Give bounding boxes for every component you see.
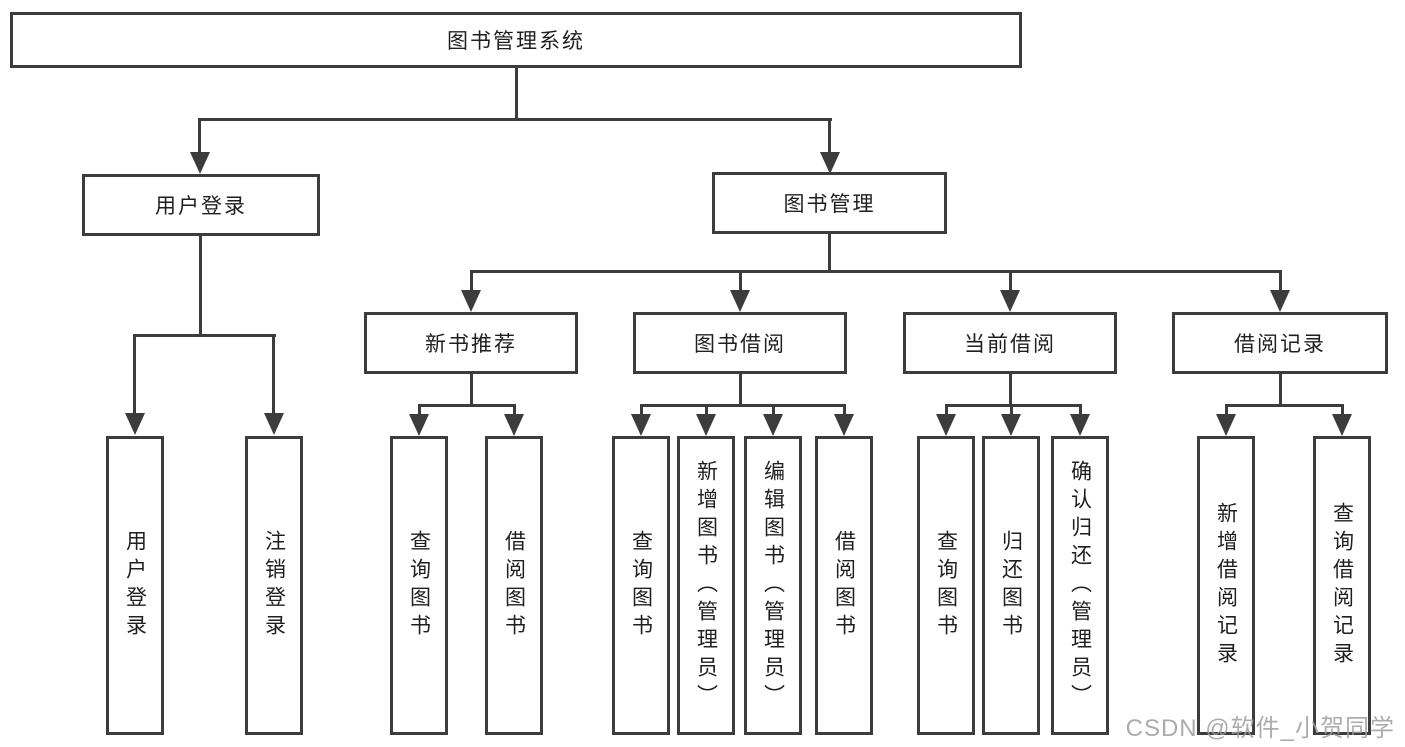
arrowhead-icon <box>696 414 716 436</box>
arrowhead-icon <box>763 414 783 436</box>
connector-line <box>946 404 1081 407</box>
connector-line <box>828 118 831 152</box>
node-new-book-recommend: 新书推荐 <box>364 312 578 374</box>
arrowhead-icon <box>1001 414 1021 436</box>
connector-line <box>641 404 845 407</box>
node-book-management: 图书管理 <box>712 172 947 234</box>
leaf-query-books-borrow: 查询图书 <box>612 436 670 735</box>
connector-line <box>1341 404 1344 416</box>
arrowhead-icon <box>264 413 284 435</box>
leaf-add-borrow-record: 新增借阅记录 <box>1197 436 1255 735</box>
connector-line <box>772 404 775 416</box>
leaf-return-book: 归还图书 <box>982 436 1040 735</box>
arrowhead-icon <box>125 413 145 435</box>
arrowhead-icon <box>936 414 956 436</box>
connector-line <box>640 404 643 416</box>
leaf-confirm-return-admin: 确认归还（管理员） <box>1051 436 1109 735</box>
csdn-watermark: CSDN @软件_小贺同学 <box>1125 715 1395 742</box>
node-library-management-system: 图书管理系统 <box>10 12 1022 68</box>
connector-line <box>1225 404 1228 416</box>
connector-line <box>470 270 473 291</box>
arrowhead-icon <box>631 414 651 436</box>
connector-line <box>198 118 201 152</box>
connector-line <box>739 270 742 291</box>
connector-line <box>419 404 515 407</box>
connector-line <box>739 374 742 405</box>
node-book-borrow: 图书借阅 <box>633 312 847 374</box>
leaf-edit-book-admin: 编辑图书（管理员） <box>744 436 802 735</box>
leaf-query-borrow-record: 查询借阅记录 <box>1313 436 1371 735</box>
node-borrow-records: 借阅记录 <box>1172 312 1388 374</box>
connector-line <box>134 334 276 337</box>
connector-line <box>828 234 831 272</box>
node-user-login: 用户登录 <box>82 174 320 236</box>
leaf-logout: 注销登录 <box>245 436 303 735</box>
connector-line <box>470 374 473 405</box>
connector-line <box>272 334 275 414</box>
arrowhead-icon <box>730 290 750 312</box>
arrowhead-icon <box>834 414 854 436</box>
leaf-user-login: 用户登录 <box>106 436 164 735</box>
arrowhead-icon <box>190 152 210 174</box>
connector-line <box>470 270 1282 273</box>
connector-line <box>945 404 948 416</box>
leaf-borrow-books: 借阅图书 <box>815 436 873 735</box>
connector-line <box>843 404 846 416</box>
arrowhead-icon <box>1000 290 1020 312</box>
leaf-borrow-books-recommend: 借阅图书 <box>485 436 543 735</box>
arrowhead-icon <box>1332 414 1352 436</box>
arrowhead-icon <box>1070 414 1090 436</box>
node-current-borrow: 当前借阅 <box>903 312 1117 374</box>
connector-line <box>1009 374 1012 405</box>
arrowhead-icon <box>409 414 429 436</box>
connector-line <box>199 236 202 335</box>
leaf-query-books-current: 查询图书 <box>917 436 975 735</box>
connector-line <box>1079 404 1082 416</box>
connector-line <box>515 67 518 119</box>
connector-line <box>705 404 708 416</box>
leaf-query-books-recommend: 查询图书 <box>390 436 448 735</box>
connector-line <box>1279 374 1282 405</box>
connector-line <box>418 404 421 416</box>
connector-line <box>1009 270 1012 291</box>
connector-line <box>1010 404 1013 416</box>
connector-line <box>1279 270 1282 291</box>
arrowhead-icon <box>820 152 840 174</box>
arrowhead-icon <box>1270 290 1290 312</box>
arrowhead-icon <box>461 290 481 312</box>
arrowhead-icon <box>1216 414 1236 436</box>
leaf-add-book-admin: 新增图书（管理员） <box>677 436 735 735</box>
connector-line <box>513 404 516 416</box>
arrowhead-icon <box>504 414 524 436</box>
connector-line <box>1226 404 1343 407</box>
connector-line <box>133 334 136 414</box>
connector-line <box>199 118 832 121</box>
